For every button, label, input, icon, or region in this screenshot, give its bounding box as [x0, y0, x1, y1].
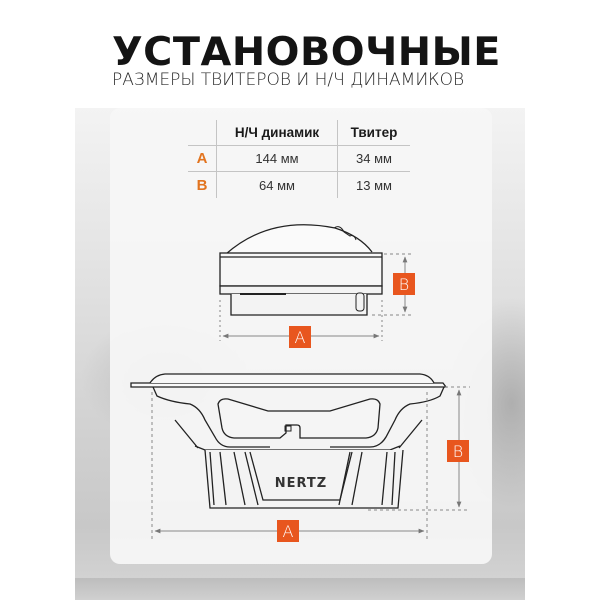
woofer-dimension-a-badge: A [277, 520, 299, 542]
woofer-dimension-b-badge: B [447, 440, 469, 462]
row-label-a: A [196, 150, 208, 167]
page-subtitle: РАЗМЕРЫ ТВИТЕРОВ И Н/Ч ДИНАМИКОВ [112, 70, 465, 90]
table-header-tweeter: Твитер [337, 120, 410, 145]
woofer-dim-a: 144 мм [216, 146, 337, 171]
page-title: УСТАНОВОЧНЫЕ [112, 30, 501, 75]
table-header-woofer: Н/Ч динамик [216, 120, 337, 145]
table-header-row: Н/Ч динамик Твитер [188, 120, 410, 146]
woofer-diagram [130, 373, 448, 509]
table-row: B 64 мм 13 мм [188, 172, 410, 198]
woofer-dim-b: 64 мм [216, 172, 337, 198]
table-row: A 144 мм 34 мм [188, 146, 410, 172]
dimensions-table: Н/Ч динамик Твитер A 144 мм 34 мм B 64 м… [188, 120, 410, 198]
tweeter-dimension-b-badge: B [393, 273, 415, 295]
tweeter-dimension-a-badge: A [289, 326, 311, 348]
tweeter-dim-b: 13 мм [337, 172, 410, 198]
row-label-b: B [196, 176, 208, 194]
tweeter-diagram [219, 224, 383, 316]
tweeter-dim-a: 34 мм [337, 146, 410, 171]
woofer-brand-logo: NERTZ [275, 476, 327, 491]
